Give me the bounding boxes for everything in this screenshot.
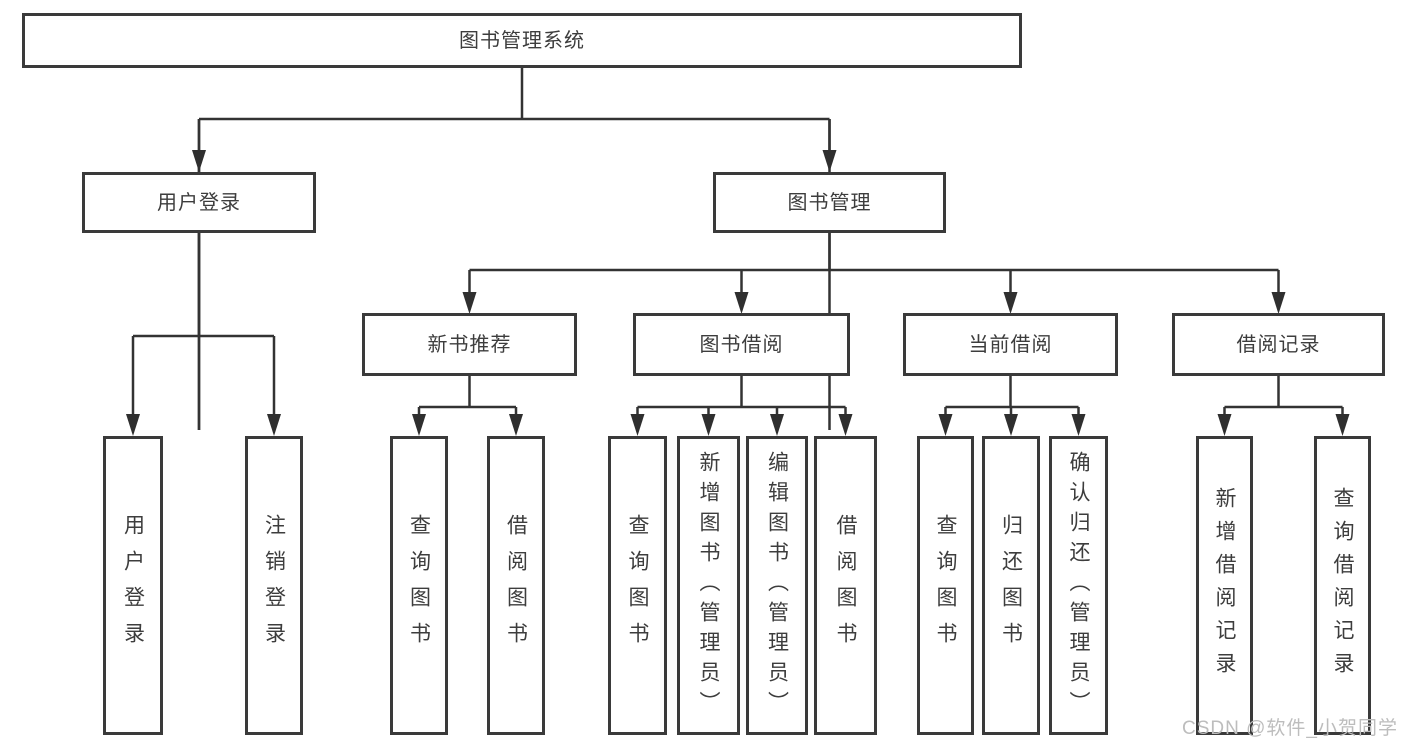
- leaf-current-return: 归还图书: [982, 436, 1040, 735]
- leaf-current-return-label: 归还图书: [999, 513, 1023, 658]
- leaf-record-add: 新增借阅记录: [1196, 436, 1253, 735]
- node-user-login-label: 用户登录: [157, 191, 241, 214]
- node-new-book-recommend-label: 新书推荐: [427, 333, 512, 356]
- leaf-user-login-label: 用户登录: [121, 513, 145, 658]
- leaf-current-query: 查询图书: [917, 436, 974, 735]
- leaf-user-login: 用户登录: [103, 436, 163, 735]
- leaf-newbook-borrow: 借阅图书: [487, 436, 545, 735]
- leaf-newbook-query: 查询图书: [390, 436, 448, 735]
- node-borrow-record-label: 借阅记录: [1236, 333, 1321, 356]
- node-new-book-recommend: 新书推荐: [362, 313, 577, 376]
- leaf-current-confirm-admin: 确认归还（管理员）: [1049, 436, 1108, 735]
- node-book-management-label: 图书管理: [787, 191, 872, 214]
- leaf-bookborrow-borrow-label: 借阅图书: [834, 513, 857, 658]
- leaf-bookborrow-add-admin: 新增图书（管理员）: [677, 436, 740, 735]
- leaf-bookborrow-borrow: 借阅图书: [814, 436, 877, 735]
- arrowheads: [126, 150, 1350, 436]
- node-user-login: 用户登录: [82, 172, 316, 233]
- node-book-borrow: 图书借阅: [633, 313, 850, 376]
- node-book-management: 图书管理: [713, 172, 946, 233]
- node-root-label: 图书管理系统: [459, 29, 585, 52]
- leaf-current-query-label: 查询图书: [934, 513, 957, 658]
- leaf-record-query-label: 查询借阅记录: [1331, 486, 1354, 685]
- leaf-logout-label: 注销登录: [262, 513, 286, 658]
- leaf-current-confirm-admin-label: 确认归还（管理员）: [1067, 450, 1090, 721]
- node-current-borrow: 当前借阅: [903, 313, 1118, 376]
- leaf-bookborrow-query: 查询图书: [608, 436, 667, 735]
- node-root: 图书管理系统: [22, 13, 1022, 68]
- leaf-bookborrow-add-admin-label: 新增图书（管理员）: [697, 450, 720, 721]
- node-book-borrow-label: 图书借阅: [699, 333, 784, 356]
- leaf-bookborrow-edit-admin-label: 编辑图书（管理员）: [765, 450, 789, 721]
- csdn-watermark: CSDN @软件_小贺同学: [1182, 718, 1398, 739]
- leaf-record-add-label: 新增借阅记录: [1213, 486, 1236, 685]
- leaf-logout: 注销登录: [245, 436, 303, 735]
- leaf-newbook-borrow-label: 借阅图书: [504, 513, 528, 658]
- node-current-borrow-label: 当前借阅: [968, 333, 1053, 356]
- leaf-bookborrow-edit-admin: 编辑图书（管理员）: [746, 436, 808, 735]
- node-borrow-record: 借阅记录: [1172, 313, 1385, 376]
- leaf-newbook-query-label: 查询图书: [407, 513, 431, 658]
- leaf-record-query: 查询借阅记录: [1314, 436, 1371, 735]
- leaf-bookborrow-query-label: 查询图书: [626, 513, 649, 658]
